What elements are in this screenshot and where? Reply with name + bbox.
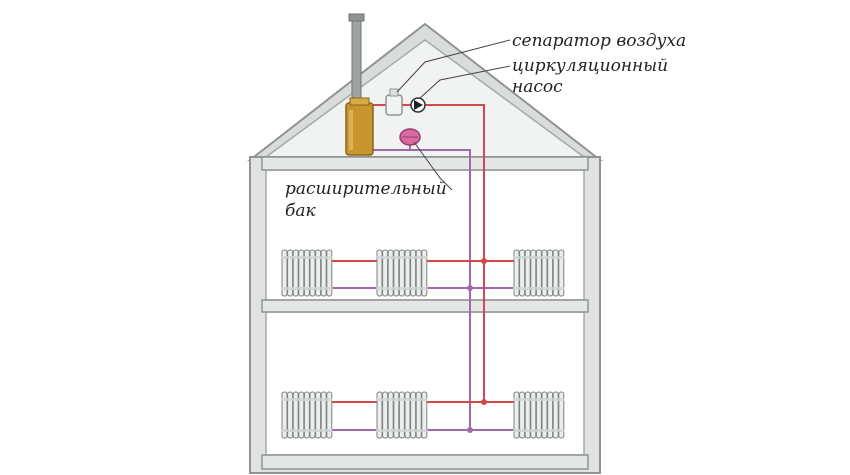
radiator-fin bbox=[524, 391, 531, 439]
radiator-fin bbox=[410, 249, 417, 297]
circulation-pump-icon bbox=[410, 97, 426, 113]
tank-leader bbox=[413, 141, 453, 191]
radiator-icon bbox=[376, 391, 428, 439]
boiler-icon bbox=[345, 97, 374, 156]
radiator-fin bbox=[298, 249, 305, 297]
radiator-fin bbox=[421, 391, 428, 439]
radiator-fin bbox=[398, 391, 405, 439]
radiator-header-bottom bbox=[513, 429, 565, 432]
radiator-fin bbox=[552, 391, 559, 439]
radiator-fin bbox=[530, 249, 537, 297]
radiator-fin bbox=[287, 249, 294, 297]
label-tank-line2: бак bbox=[285, 201, 317, 221]
radiator-fin bbox=[326, 249, 333, 297]
radiator-header-bottom bbox=[281, 287, 333, 290]
label-tank-line1: расширительный bbox=[285, 179, 447, 199]
radiator-fin bbox=[315, 391, 322, 439]
radiator-header-top bbox=[513, 398, 565, 401]
middle-floor-slab bbox=[261, 299, 589, 313]
radiator-fin bbox=[535, 391, 542, 439]
radiator-icon bbox=[281, 391, 333, 439]
radiator-header-top bbox=[513, 256, 565, 259]
radiator-fin bbox=[513, 249, 520, 297]
radiator-fin bbox=[387, 391, 394, 439]
air-separator-icon bbox=[385, 88, 412, 116]
radiator-icon bbox=[513, 249, 565, 297]
radiator-fin bbox=[513, 391, 520, 439]
radiator-fin bbox=[404, 391, 411, 439]
radiator-fin bbox=[547, 391, 554, 439]
leader-lines bbox=[396, 39, 511, 191]
radiator-fin bbox=[303, 391, 310, 439]
radiator-fin bbox=[415, 249, 422, 297]
radiator-fin bbox=[393, 249, 400, 297]
radiator-fin bbox=[519, 391, 526, 439]
radiator-fin bbox=[376, 249, 383, 297]
label-pump-line2: насос bbox=[512, 77, 563, 97]
radiator-fin bbox=[404, 249, 411, 297]
radiator-header-bottom bbox=[281, 429, 333, 432]
radiators-upper bbox=[281, 249, 565, 297]
radiator-fin bbox=[382, 249, 389, 297]
radiator-fin bbox=[309, 391, 316, 439]
expansion-tank-icon bbox=[399, 128, 421, 146]
radiator-fin bbox=[541, 249, 548, 297]
radiator-fin bbox=[552, 249, 559, 297]
radiator-fin bbox=[393, 391, 400, 439]
radiator-fin bbox=[415, 391, 422, 439]
pipe-junctions bbox=[467, 258, 487, 433]
separator-leader bbox=[396, 39, 511, 93]
radiator-fin bbox=[281, 249, 288, 297]
radiator-header-top bbox=[376, 256, 428, 259]
radiator-fin bbox=[287, 391, 294, 439]
label-pump-line1: циркуляционный bbox=[512, 56, 668, 76]
radiator-header-top bbox=[281, 256, 333, 259]
radiator-fin bbox=[530, 391, 537, 439]
radiator-fin bbox=[292, 249, 299, 297]
radiator-header-bottom bbox=[513, 287, 565, 290]
radiator-header-top bbox=[376, 398, 428, 401]
radiator-icon bbox=[513, 391, 565, 439]
radiator-fin bbox=[541, 391, 548, 439]
radiator-header-bottom bbox=[376, 429, 428, 432]
radiator-fin bbox=[376, 391, 383, 439]
radiator-fin bbox=[320, 391, 327, 439]
radiator-icon bbox=[281, 249, 333, 297]
radiators-lower bbox=[281, 391, 565, 439]
supply-riser bbox=[425, 104, 485, 402]
radiator-fin bbox=[398, 249, 405, 297]
radiator-fin bbox=[298, 391, 305, 439]
radiator-fin bbox=[519, 249, 526, 297]
radiator-fin bbox=[309, 249, 316, 297]
radiator-fin bbox=[326, 391, 333, 439]
radiator-fin bbox=[292, 391, 299, 439]
radiator-fin bbox=[535, 249, 542, 297]
label-air-separator: сепаратор воздуха bbox=[512, 31, 686, 51]
radiator-fin bbox=[524, 249, 531, 297]
radiator-fin bbox=[410, 391, 417, 439]
pump-leader bbox=[419, 65, 511, 99]
radiator-fin bbox=[382, 391, 389, 439]
attic-floor bbox=[261, 156, 589, 171]
radiator-fin bbox=[387, 249, 394, 297]
radiator-fin bbox=[421, 249, 428, 297]
radiator-icon bbox=[376, 249, 428, 297]
radiator-header-bottom bbox=[376, 287, 428, 290]
radiator-header-top bbox=[281, 398, 333, 401]
radiator-fin bbox=[558, 391, 565, 439]
return-riser bbox=[370, 149, 471, 430]
radiator-fin bbox=[320, 249, 327, 297]
radiator-fin bbox=[281, 391, 288, 439]
radiator-fin bbox=[547, 249, 554, 297]
radiator-fin bbox=[303, 249, 310, 297]
ground-floor-slab bbox=[261, 454, 589, 470]
radiator-fin bbox=[558, 249, 565, 297]
radiator-fin bbox=[315, 249, 322, 297]
